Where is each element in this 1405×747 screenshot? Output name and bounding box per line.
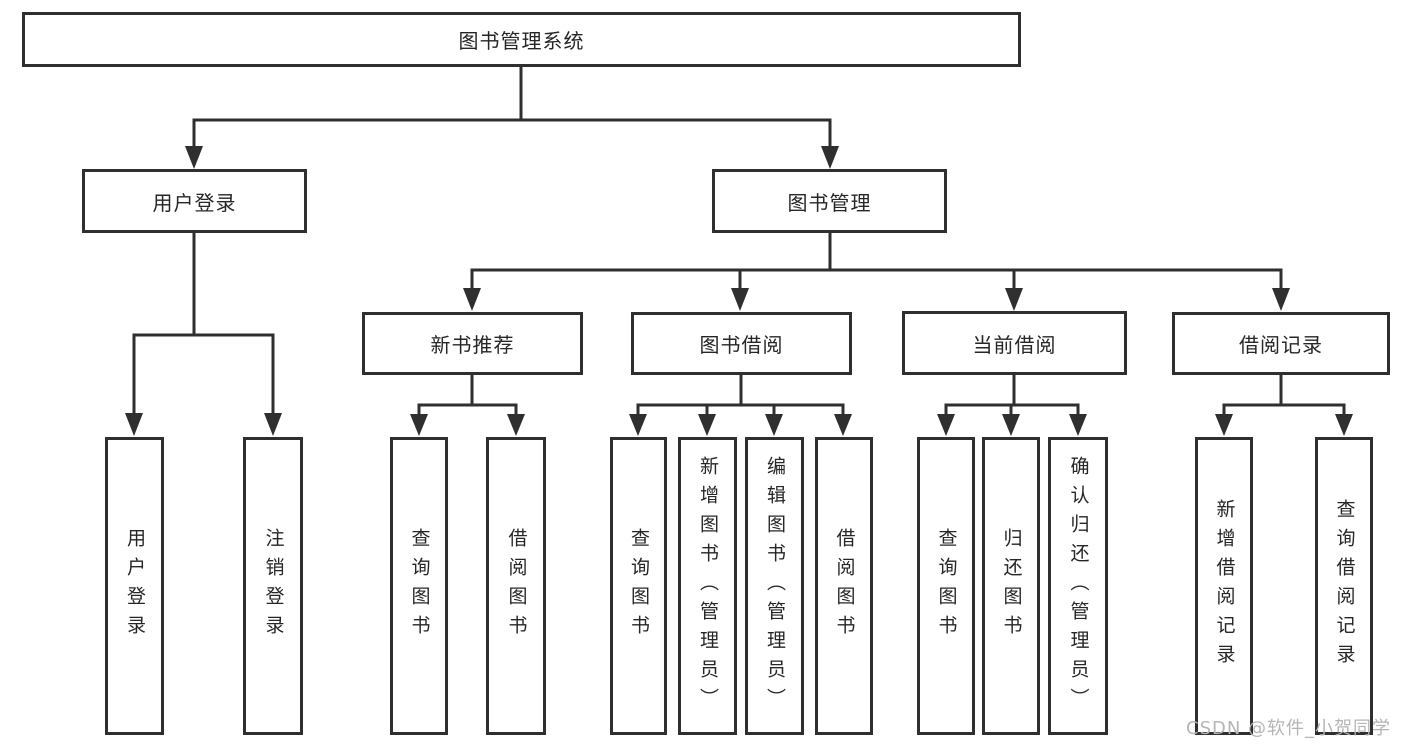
node-new-book-recommendation: 新书推荐 [362,312,583,375]
leaf-return-books: 归还图书 [982,437,1040,735]
leaf-query-borrow-record: 查询借阅记录 [1315,437,1373,735]
leaf-borrow-books-borrowing: 借阅图书 [815,437,873,735]
leaf-logout: 注销登录 [243,437,303,735]
node-book-borrowing: 图书借阅 [631,312,852,375]
leaf-edit-books-admin: 编辑图书（管理员） [745,437,804,735]
node-root: 图书管理系统 [22,12,1021,67]
leaf-add-books-admin: 新增图书（管理员） [678,437,737,735]
leaf-user-login: 用户登录 [105,437,164,735]
node-user-login: 用户登录 [82,169,307,233]
leaf-query-books-recommend: 查询图书 [390,437,448,735]
leaf-confirm-return-admin: 确认归还（管理员） [1048,437,1108,735]
leaf-query-books-borrowing: 查询图书 [610,437,667,735]
node-borrowing-records: 借阅记录 [1172,312,1390,375]
node-book-management: 图书管理 [712,169,947,233]
watermark: CSDN @软件_小贺同学 [1186,718,1392,739]
leaf-borrow-books-recommend: 借阅图书 [486,437,546,735]
arrowheads [125,146,1353,436]
leaf-add-borrow-record: 新增借阅记录 [1195,437,1253,735]
node-current-borrowing: 当前借阅 [902,311,1127,375]
leaf-query-books-current: 查询图书 [917,437,975,735]
